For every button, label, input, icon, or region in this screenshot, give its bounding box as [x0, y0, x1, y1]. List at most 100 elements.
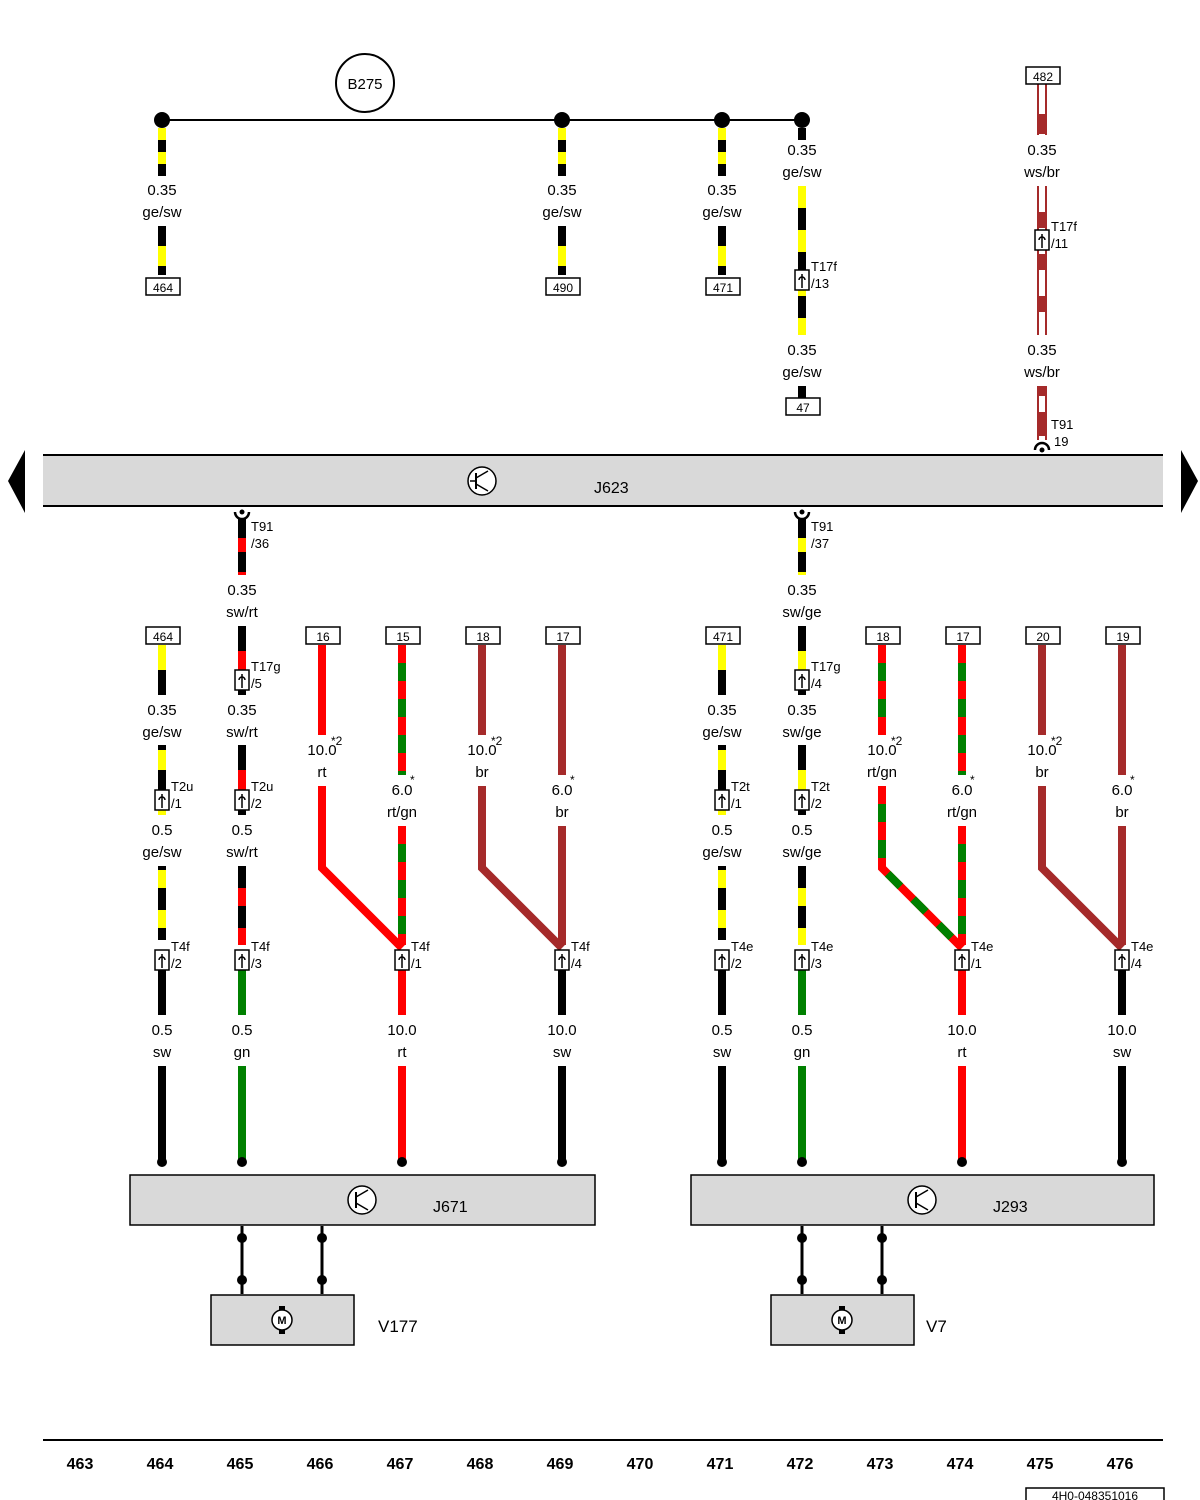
j623-label: J623: [594, 480, 629, 497]
connector-name: T4e: [811, 939, 833, 954]
wire-size: 0.35: [787, 702, 816, 719]
wire-color: ge/sw: [782, 164, 821, 181]
ref-box[interactable]: 464: [145, 277, 181, 296]
ref-box[interactable]: 15: [385, 626, 421, 645]
connector-pin: /3: [811, 956, 822, 971]
svg-text:471: 471: [713, 281, 733, 295]
svg-text:15: 15: [396, 630, 410, 644]
connector-pin: /37: [811, 536, 829, 551]
connector-pin-icon: [394, 949, 410, 971]
svg-text:M: M: [837, 1315, 846, 1327]
connector-name: T91: [1051, 417, 1073, 432]
column-ruler: 463 464 465 466 467 468 469 470 471 472 …: [43, 1439, 1163, 1473]
wire-size: 10.0: [947, 1022, 976, 1039]
ref-box[interactable]: 17: [945, 626, 981, 645]
ref-box[interactable]: 471: [705, 626, 741, 645]
svg-text:464: 464: [153, 630, 173, 644]
ref-box[interactable]: 19: [1105, 626, 1141, 645]
v7-label: V7: [926, 1317, 947, 1336]
column-number: 468: [467, 1456, 494, 1473]
transistor-symbol-icon: [907, 1185, 937, 1215]
page-prev-icon[interactable]: [8, 450, 25, 513]
ref-box[interactable]: 482: [1025, 66, 1061, 85]
connector-socket-icon: [233, 509, 251, 521]
column-number: 472: [787, 1456, 814, 1473]
ref-box[interactable]: 471: [705, 277, 741, 296]
column-number: 474: [947, 1456, 974, 1473]
doc-number: 4H0-048351016: [1052, 1489, 1138, 1500]
wire-color: ge/sw: [542, 204, 581, 221]
wire-color: ge/sw: [702, 844, 741, 861]
wire-size: 10.0: [387, 1022, 416, 1039]
page-next-icon[interactable]: [1181, 450, 1198, 513]
connector-name: T4f: [411, 939, 430, 954]
wire-size: 0.35: [147, 702, 176, 719]
footnote-marks: *2 * *2 * *2 * *2 *: [331, 734, 1135, 787]
connector-name: T2t: [731, 779, 750, 794]
svg-text:18: 18: [876, 630, 890, 644]
ref-box[interactable]: 18: [465, 626, 501, 645]
connector-pin-icon: [554, 949, 570, 971]
column-number: 467: [387, 1456, 414, 1473]
connector-socket-icon: [1033, 441, 1051, 453]
connector-pin-icon: [794, 269, 810, 291]
svg-text:19: 19: [1116, 630, 1130, 644]
connector-name: T4e: [971, 939, 993, 954]
wire-color: sw/rt: [226, 724, 258, 741]
wire-size: 10.0: [547, 1022, 576, 1039]
wire-color: sw: [553, 1044, 572, 1061]
transistor-symbol-icon: [347, 1185, 377, 1215]
connector-name: T2u: [251, 779, 273, 794]
wire-color: sw/ge: [782, 604, 821, 621]
wire-color: ge/sw: [702, 204, 741, 221]
connector-pin-icon: [234, 789, 250, 811]
j671-label: J671: [433, 1199, 468, 1216]
connector-pin: /1: [971, 956, 982, 971]
wire-color: br: [1035, 764, 1048, 781]
wire-color: ge/sw: [782, 364, 821, 381]
wire-size: 0.5: [712, 1022, 733, 1039]
svg-text:471: 471: [713, 630, 733, 644]
ref-box[interactable]: 490: [545, 277, 581, 296]
wire-color: ge/sw: [142, 204, 181, 221]
footnote-mark: *2: [491, 734, 503, 748]
wire-color: sw: [153, 1044, 172, 1061]
connector-pin: /13: [811, 276, 829, 291]
wire-color: ge/sw: [142, 724, 181, 741]
wire-color: ws/br: [1023, 164, 1060, 181]
svg-text:17: 17: [956, 630, 970, 644]
wires: [157, 84, 1127, 1294]
connector-name: T2u: [171, 779, 193, 794]
footnote-mark: *2: [891, 734, 903, 748]
connector-pin-icon: [794, 669, 810, 691]
wire-color: sw/rt: [226, 844, 258, 861]
connector-pin-icon: [954, 949, 970, 971]
connector-name: T4e: [731, 939, 753, 954]
ref-box[interactable]: 464: [145, 626, 181, 645]
connector-name: T17g: [251, 659, 281, 674]
connector-pin-icon: [154, 789, 170, 811]
svg-text:17: 17: [556, 630, 570, 644]
wire-color: sw: [713, 1044, 732, 1061]
ref-box[interactable]: 16: [305, 626, 341, 645]
footnote-mark: *2: [331, 734, 343, 748]
column-number: 466: [307, 1456, 334, 1473]
wire-color: sw: [1113, 1044, 1132, 1061]
wire-color: sw/ge: [782, 724, 821, 741]
column-number: 473: [867, 1456, 894, 1473]
motor-v177: M V177: [210, 1294, 418, 1346]
wire-color: gn: [794, 1044, 811, 1061]
ref-box[interactable]: 18: [865, 626, 901, 645]
ref-box[interactable]: 20: [1025, 626, 1061, 645]
ref-box[interactable]: 17: [545, 626, 581, 645]
wire-size: 0.5: [232, 822, 253, 839]
connector-pin: /2: [731, 956, 742, 971]
svg-text:490: 490: [553, 281, 573, 295]
svg-text:47: 47: [796, 401, 810, 415]
ref-box[interactable]: 47: [785, 397, 821, 416]
wire-color: rt/gn: [387, 804, 417, 821]
wire-size: 0.35: [707, 702, 736, 719]
connector-name: T91: [811, 519, 833, 534]
